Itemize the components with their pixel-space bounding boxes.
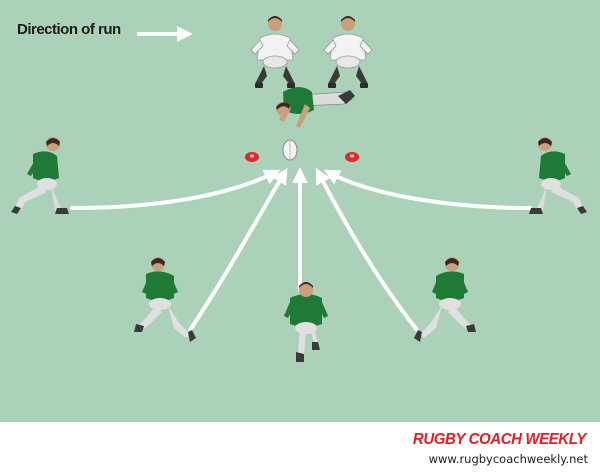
brand-url: www.rugbycoachweekly.net bbox=[428, 452, 588, 466]
attacker-player-icon bbox=[414, 257, 476, 342]
cone-icon bbox=[345, 152, 359, 162]
direction-of-run-label: Direction of run bbox=[17, 21, 121, 38]
arrow-right-wide bbox=[323, 169, 532, 210]
attacker-player-icon bbox=[529, 137, 587, 214]
defender-player-icon bbox=[250, 16, 300, 88]
ball-carrier-player-icon bbox=[276, 87, 355, 128]
rugby-ball-icon bbox=[282, 139, 298, 161]
arrow-left-deep bbox=[188, 167, 288, 332]
attacker-player-icon bbox=[284, 282, 328, 362]
arrow-right-deep bbox=[315, 167, 419, 332]
attacker-player-icon bbox=[134, 257, 196, 342]
defender-player-icon bbox=[323, 16, 373, 88]
diagram-graphics bbox=[11, 16, 587, 362]
cone-icon bbox=[245, 152, 259, 162]
pitch: Direction of run bbox=[0, 0, 600, 422]
support-arrows bbox=[70, 167, 532, 332]
arrow-left-wide bbox=[70, 169, 281, 210]
brand-logo: RUGBY COACH WEEKLY bbox=[412, 430, 586, 449]
attacker-player-icon bbox=[11, 137, 69, 214]
footer: RUGBY COACH WEEKLY www.rugbycoachweekly.… bbox=[0, 422, 600, 475]
